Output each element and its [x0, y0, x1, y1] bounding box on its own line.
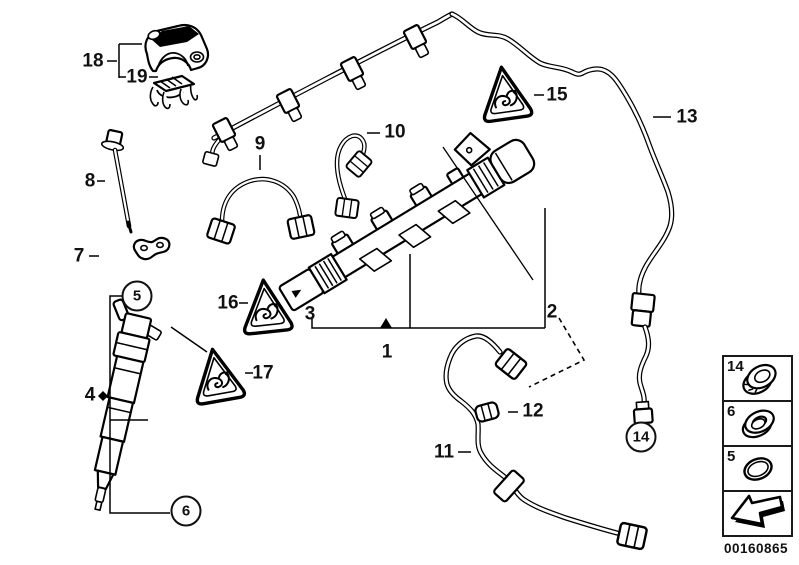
clamp-18-drawing [144, 23, 210, 73]
legend-item-5[interactable]: 5 [724, 445, 791, 490]
injection-pipe-9-drawing [205, 176, 316, 246]
clip-12-drawing [474, 401, 500, 423]
legend-item-label: 5 [727, 448, 736, 465]
callout-2[interactable]: 2 [546, 301, 558, 323]
legend-nav-arrow[interactable] [724, 490, 791, 535]
legend-item-label: 14 [727, 358, 744, 375]
warning-triangle-15 [476, 62, 534, 124]
leader-lines [89, 43, 671, 514]
callout-15[interactable]: 15 [546, 84, 568, 106]
callout-11[interactable]: 11 [433, 441, 455, 463]
fuel-line-11-drawing [443, 333, 649, 551]
callout-1[interactable]: 1 [381, 341, 393, 363]
fuel-rail-drawing [278, 131, 536, 312]
diagram-code: 00160865 [723, 541, 789, 556]
legend-item-14[interactable]: 14 [724, 357, 791, 400]
seal-ring-icon [741, 409, 775, 439]
circled-callout-6[interactable]: 6 [170, 495, 202, 527]
legend-item-label: 6 [727, 403, 736, 420]
callout-12[interactable]: 12 [522, 400, 544, 422]
callout-13[interactable]: 13 [676, 106, 698, 128]
callout-8[interactable]: 8 [84, 170, 96, 192]
warning-triangle-17 [187, 343, 247, 407]
callout-16[interactable]: 16 [217, 292, 239, 314]
legend-item-6[interactable]: 6 [724, 400, 791, 445]
return-line-drawing [202, 11, 455, 167]
injector-drawing [93, 298, 162, 511]
injection-pipe-10-drawing [334, 133, 374, 220]
o-ring-icon [743, 457, 773, 481]
callout-19[interactable]: 19 [126, 66, 148, 88]
callout-18[interactable]: 18 [82, 50, 104, 72]
bolt-8-drawing [100, 128, 133, 234]
fuel-hose-13-drawing [449, 11, 675, 425]
clamp-7-drawing [132, 236, 171, 261]
callout-10[interactable]: 10 [384, 121, 406, 143]
back-arrow-icon [730, 494, 785, 528]
callout-7[interactable]: 7 [73, 245, 85, 267]
callout-17[interactable]: 17 [252, 362, 274, 384]
clamp-insert-19-drawing [149, 74, 199, 110]
legend-panel: 14 6 5 [722, 355, 793, 537]
circled-callout-5[interactable]: 5 [121, 280, 153, 312]
callout-3[interactable]: 3 [304, 303, 316, 325]
circled-callout-14[interactable]: 14 [625, 421, 657, 453]
callout-9[interactable]: 9 [254, 133, 266, 155]
callout-4[interactable]: 4 [84, 384, 96, 406]
union-nut-icon [742, 363, 777, 395]
